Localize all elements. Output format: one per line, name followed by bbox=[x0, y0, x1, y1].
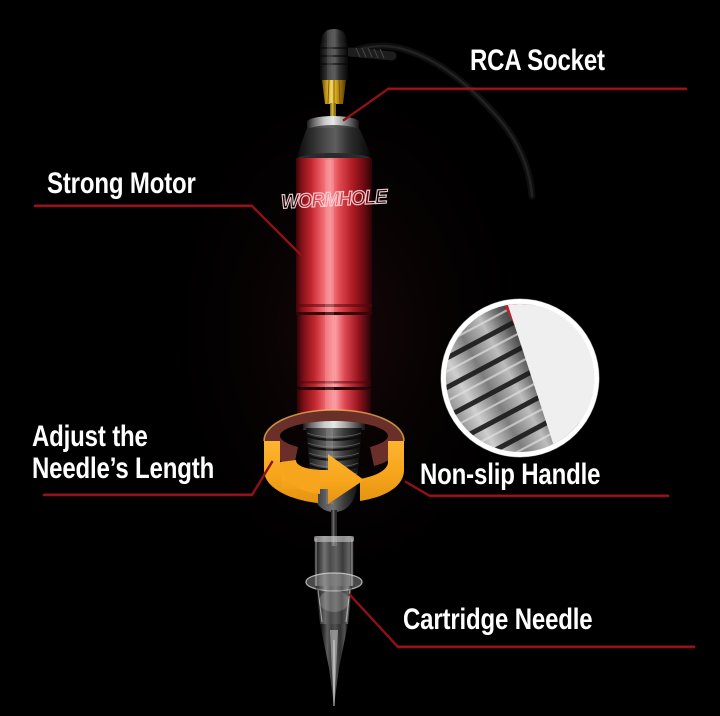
rca-cable bbox=[345, 42, 536, 200]
clear-cartridge bbox=[305, 536, 363, 706]
callout-label-strong-motor: Strong Motor bbox=[47, 167, 196, 200]
red-motor-body bbox=[296, 158, 372, 312]
callout-label-cartridge-needle: Cartridge Needle bbox=[403, 603, 593, 636]
callout-label-adjust-needle-length: Adjust the Needle’s Length bbox=[32, 421, 214, 485]
leader-rca-socket bbox=[342, 87, 688, 122]
rca-connector bbox=[320, 29, 348, 120]
leader-cartridge-needle bbox=[348, 593, 696, 649]
grip-texture-closeup bbox=[440, 298, 600, 458]
callout-label-adjust-line-2: Needle’s Length bbox=[32, 451, 215, 485]
black-top-cap bbox=[296, 128, 372, 160]
rotation-arrow bbox=[263, 409, 405, 504]
leader-lines bbox=[33, 87, 696, 649]
callout-label-non-slip-handle: Non-slip Handle bbox=[420, 458, 601, 491]
callout-label-adjust-line-1: Adjust the bbox=[32, 420, 148, 453]
callout-label-rca-socket: RCA Socket bbox=[470, 44, 605, 77]
leader-adjust-needle bbox=[42, 460, 274, 497]
leader-strong-motor bbox=[33, 204, 304, 258]
leader-non-slip-handle bbox=[404, 480, 670, 498]
